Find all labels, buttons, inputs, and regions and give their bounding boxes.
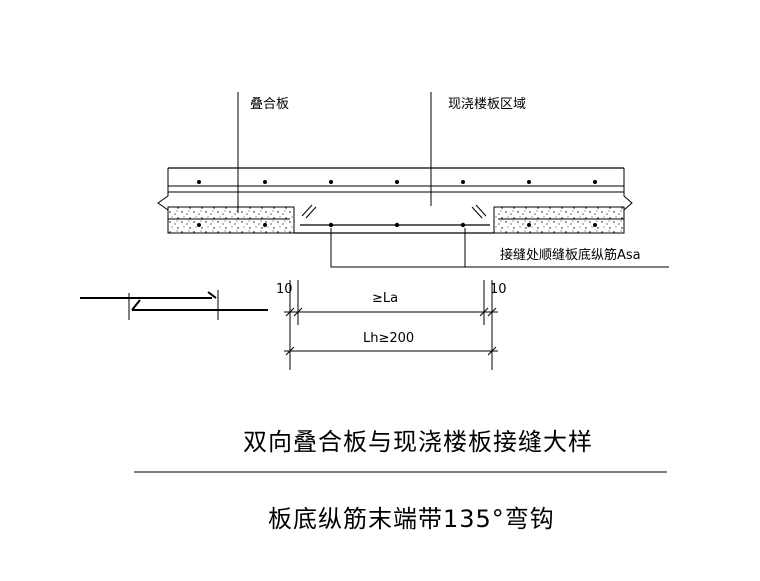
rebar-dot	[263, 180, 267, 184]
sub-title: 板底纵筋末端带135°弯钩	[268, 505, 555, 533]
rebar-dot	[461, 180, 465, 184]
hook-left	[301, 204, 313, 217]
rebar-dot	[395, 180, 399, 184]
bottom-rebar-dots	[197, 222, 597, 228]
label-precast-slab: 叠合板	[250, 97, 289, 112]
break-line-right	[623, 168, 633, 233]
leader-joint-rebar	[330, 228, 669, 268]
dimension-lines	[284, 280, 498, 370]
hook-right-2	[471, 206, 483, 219]
label-cast-in-place-zone: 现浇楼板区域	[448, 97, 526, 112]
hook-right	[475, 204, 487, 217]
rebar-dot	[328, 222, 334, 228]
hook-left-2	[305, 206, 317, 219]
dim-left-offset: 10	[276, 282, 293, 297]
rebar-dot	[593, 180, 597, 184]
rebar-dot	[197, 180, 201, 184]
rebar-dot	[263, 223, 267, 227]
dim-anchorage: ≥La	[372, 291, 398, 306]
rebar-dot	[527, 223, 531, 227]
rebar-dot	[197, 223, 201, 227]
hook-detail-symbol	[80, 290, 268, 320]
precast-slab-right	[493, 206, 625, 234]
label-joint-rebar: 接缝处顺缝板底纵筋Asa	[500, 247, 641, 263]
main-title: 双向叠合板与现浇楼板接缝大样	[243, 428, 593, 456]
slab-section	[157, 167, 633, 234]
rebar-dot	[460, 222, 466, 228]
rebar-dot	[394, 222, 400, 228]
precast-slab-left	[167, 206, 295, 234]
top-rebar-dots	[197, 180, 597, 184]
dim-lap-length: Lh≥200	[363, 331, 414, 346]
break-line-left	[157, 168, 169, 233]
rebar-dot	[329, 180, 333, 184]
dim-right-offset: 10	[490, 282, 507, 297]
rebar-dot	[593, 223, 597, 227]
rebar-dot	[527, 180, 531, 184]
